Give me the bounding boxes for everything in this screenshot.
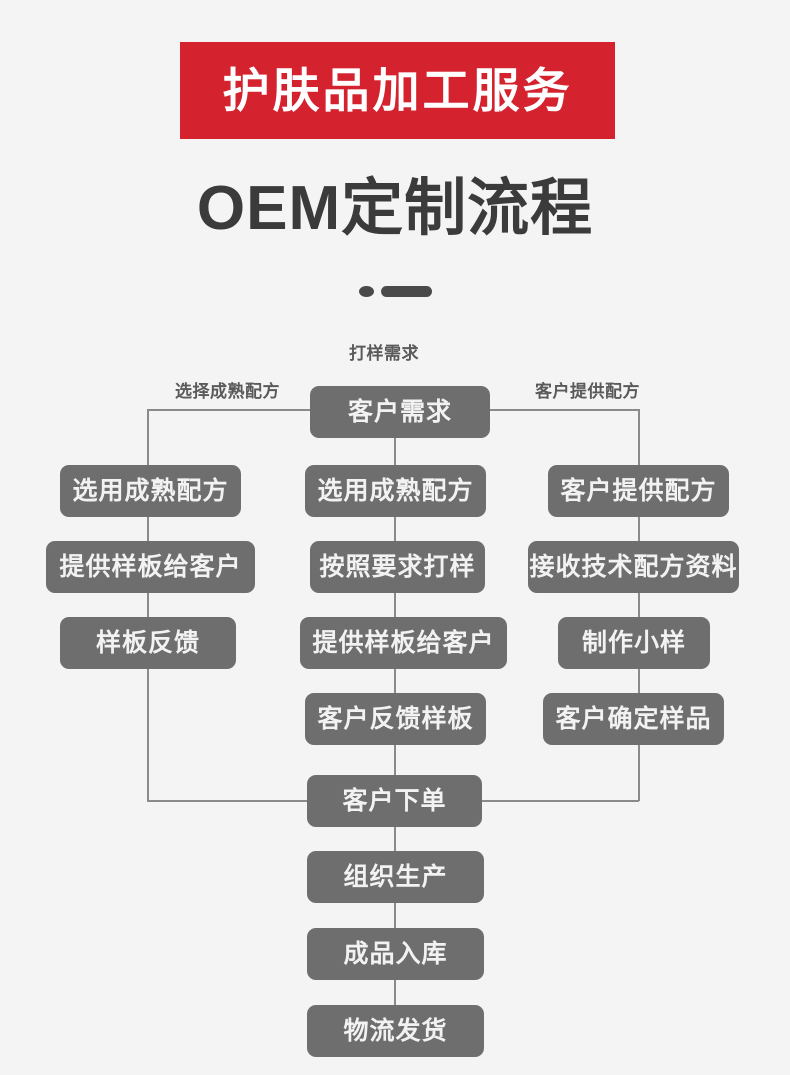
edge-root-to-left-trunk [148, 409, 312, 411]
node-right-step-2[interactable]: 接收技术配方资料 [528, 541, 739, 593]
node-right-step-4[interactable]: 客户确定样品 [543, 693, 724, 745]
edge-right-s3-to-s4 [638, 669, 640, 697]
edge-center-s3-to-s4 [394, 669, 396, 697]
node-center-step-2[interactable]: 按照要求打样 [310, 541, 485, 593]
edge-right-trunk-to-merge [482, 800, 639, 802]
node-center-step-1[interactable]: 选用成熟配方 [305, 465, 486, 517]
edge-center-s1-to-s2 [394, 517, 396, 545]
node-root-customer-requirement[interactable]: 客户需求 [310, 386, 490, 438]
divider-bar-icon [380, 286, 432, 297]
edge-center-s2-to-s3 [394, 593, 396, 621]
node-left-step-2[interactable]: 提供样板给客户 [46, 541, 255, 593]
node-left-step-3[interactable]: 样板反馈 [60, 617, 236, 669]
edge-t2-to-t3 [394, 980, 396, 1006]
edge-left-s2-to-s3 [147, 593, 149, 621]
branch-label-right: 客户提供配方 [535, 382, 640, 401]
node-tail-step-3[interactable]: 物流发货 [307, 1005, 484, 1057]
page-title: OEM定制流程 [196, 174, 594, 243]
node-merge-customer-order[interactable]: 客户下单 [307, 775, 482, 827]
banner-title: 护肤品加工服务 [222, 64, 573, 117]
edge-left-trunk-to-merge [147, 800, 307, 802]
node-tail-step-1[interactable]: 组织生产 [307, 851, 484, 903]
node-center-step-4[interactable]: 客户反馈样板 [305, 693, 486, 745]
node-right-step-1[interactable]: 客户提供配方 [548, 465, 729, 517]
edge-center-s4-to-merge [394, 745, 396, 777]
edge-root-to-right-trunk [488, 409, 640, 411]
header-banner: 护肤品加工服务 [180, 42, 615, 139]
branch-label-left: 选择成熟配方 [175, 382, 280, 401]
node-tail-step-2[interactable]: 成品入库 [307, 928, 484, 980]
title-divider [0, 286, 790, 297]
node-left-step-1[interactable]: 选用成熟配方 [60, 465, 241, 517]
edge-right-s2-to-s3 [638, 593, 640, 621]
branch-label-center: 打样需求 [349, 344, 419, 363]
edge-root-to-center-s1 [394, 438, 396, 466]
node-center-step-3[interactable]: 提供样板给客户 [300, 617, 507, 669]
edge-t1-to-t2 [394, 903, 396, 929]
edge-left-s1-to-s2 [147, 517, 149, 545]
node-right-step-3[interactable]: 制作小样 [558, 617, 710, 669]
edge-right-s1-to-s2 [638, 517, 640, 545]
edge-merge-to-t1 [394, 827, 396, 853]
divider-dot-icon [358, 286, 374, 297]
